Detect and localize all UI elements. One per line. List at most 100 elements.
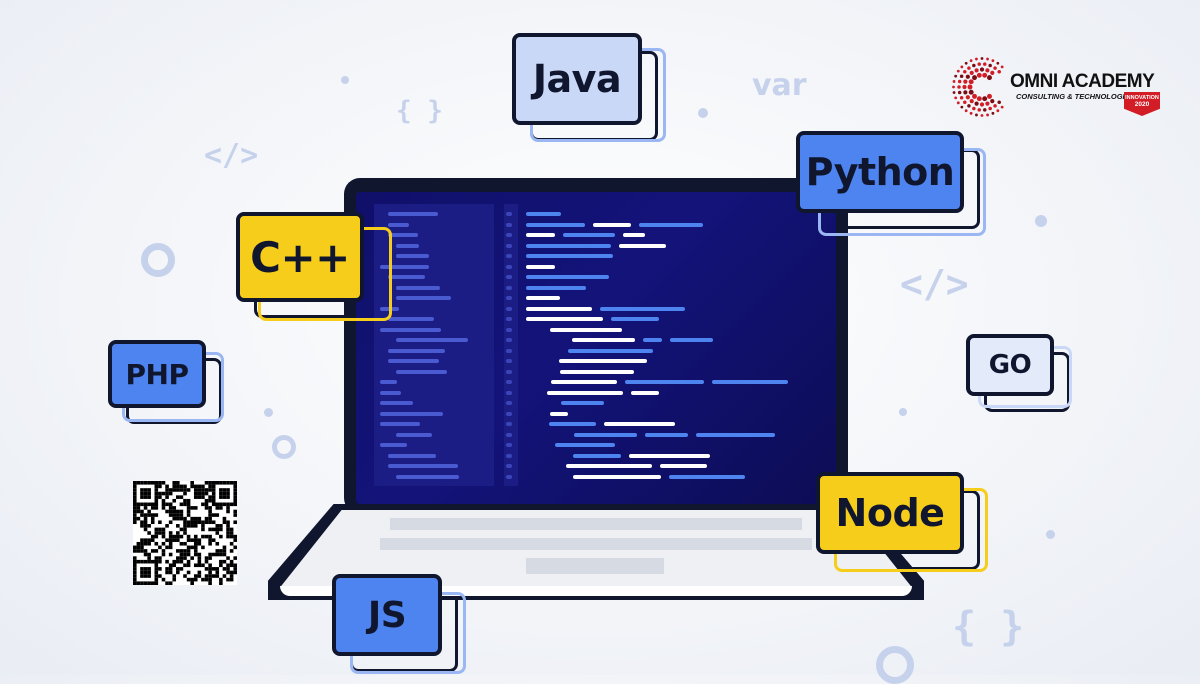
editor-sidebar bbox=[374, 204, 494, 486]
code-line bbox=[712, 380, 789, 384]
code-tag-decoration-right: </> bbox=[900, 262, 969, 306]
code-line bbox=[571, 338, 635, 342]
code-line bbox=[566, 464, 653, 468]
code-line bbox=[506, 254, 512, 258]
code-line bbox=[668, 474, 745, 479]
code-line bbox=[388, 275, 425, 279]
code-line bbox=[549, 327, 622, 332]
code-line bbox=[560, 401, 604, 405]
keyboard-row bbox=[380, 538, 812, 550]
code-line bbox=[388, 359, 440, 363]
dot-decoration bbox=[264, 408, 273, 417]
code-line bbox=[526, 222, 586, 227]
code-line bbox=[396, 243, 420, 248]
code-line bbox=[506, 474, 512, 479]
code-line bbox=[628, 453, 710, 458]
laptop-screen bbox=[356, 192, 836, 504]
code-line bbox=[506, 233, 512, 237]
code-line bbox=[380, 401, 413, 405]
code-line bbox=[388, 317, 434, 321]
code-line bbox=[526, 275, 609, 279]
code-line bbox=[380, 327, 441, 332]
code-line bbox=[618, 243, 667, 248]
code-line bbox=[670, 338, 714, 342]
dot-decoration bbox=[698, 108, 708, 118]
code-line bbox=[388, 464, 459, 468]
code-tag-decoration-left: </> bbox=[204, 138, 259, 173]
code-line bbox=[526, 306, 592, 311]
code-line bbox=[396, 369, 448, 374]
code-line bbox=[380, 443, 408, 447]
code-line bbox=[573, 432, 637, 437]
code-line bbox=[506, 390, 512, 395]
cpp-tag: C++ bbox=[236, 212, 380, 318]
php-tag: PHP bbox=[108, 340, 222, 424]
circle-decoration bbox=[272, 435, 296, 459]
dot-decoration bbox=[1035, 215, 1047, 227]
go-tag: GO bbox=[966, 334, 1070, 412]
dot-decoration bbox=[341, 76, 349, 84]
code-line bbox=[388, 212, 438, 216]
code-line bbox=[396, 432, 433, 437]
code-line bbox=[526, 233, 556, 237]
code-line bbox=[506, 306, 512, 311]
code-line bbox=[380, 422, 421, 426]
badge-line2: 2020 bbox=[1134, 101, 1150, 108]
keyboard-row bbox=[390, 518, 802, 530]
code-line bbox=[396, 474, 460, 479]
var-keyword-decoration: var bbox=[752, 68, 807, 103]
code-line bbox=[388, 222, 409, 227]
code-line bbox=[546, 390, 623, 395]
code-line bbox=[526, 243, 611, 248]
code-line bbox=[550, 411, 569, 416]
code-line bbox=[506, 327, 512, 332]
code-line bbox=[568, 348, 654, 353]
curly-braces-decoration-bottom: { } bbox=[952, 604, 1025, 650]
qr-code-pattern bbox=[133, 481, 237, 585]
code-line bbox=[506, 359, 512, 363]
code-line bbox=[630, 390, 659, 395]
circle-decoration bbox=[876, 646, 914, 684]
code-line bbox=[660, 464, 708, 468]
java-tag: Java bbox=[512, 33, 658, 141]
code-line bbox=[396, 285, 441, 290]
code-line bbox=[526, 296, 560, 300]
line-numbers bbox=[504, 204, 518, 486]
omni-logo-mark-icon bbox=[952, 57, 1004, 117]
code-line bbox=[506, 453, 512, 458]
code-line bbox=[506, 401, 512, 405]
omni-academy-logo[interactable]: OMNI ACADEMY CONSULTING & TECHNOLOGIES I… bbox=[948, 56, 1168, 118]
code-line bbox=[573, 474, 661, 479]
code-line bbox=[506, 212, 512, 216]
code-line bbox=[526, 212, 562, 216]
code-line bbox=[526, 317, 603, 321]
code-line bbox=[506, 222, 512, 227]
code-line bbox=[506, 464, 512, 468]
code-line bbox=[623, 233, 645, 237]
code-line bbox=[388, 348, 446, 353]
code-line bbox=[388, 453, 437, 458]
dot-decoration bbox=[1046, 530, 1055, 539]
code-line bbox=[599, 306, 685, 311]
code-line bbox=[604, 422, 676, 426]
code-line bbox=[380, 411, 444, 416]
innovation-badge: INNOVATION 2020 bbox=[1124, 92, 1160, 116]
code-line bbox=[644, 432, 688, 437]
code-line bbox=[526, 285, 587, 290]
code-line bbox=[506, 443, 512, 447]
code-line bbox=[695, 432, 776, 437]
code-line bbox=[396, 296, 452, 300]
code-line bbox=[506, 422, 512, 426]
code-line bbox=[639, 222, 704, 227]
code-line bbox=[380, 264, 429, 269]
code-line bbox=[526, 264, 555, 269]
trackpad bbox=[526, 558, 664, 574]
code-line bbox=[526, 254, 613, 258]
code-line bbox=[593, 222, 632, 227]
node-tag: Node bbox=[816, 472, 980, 570]
logo-name: OMNI ACADEMY bbox=[1010, 71, 1155, 92]
code-line bbox=[559, 359, 647, 363]
code-line bbox=[550, 380, 618, 384]
code-line bbox=[506, 264, 512, 269]
qr-code[interactable] bbox=[133, 481, 237, 585]
